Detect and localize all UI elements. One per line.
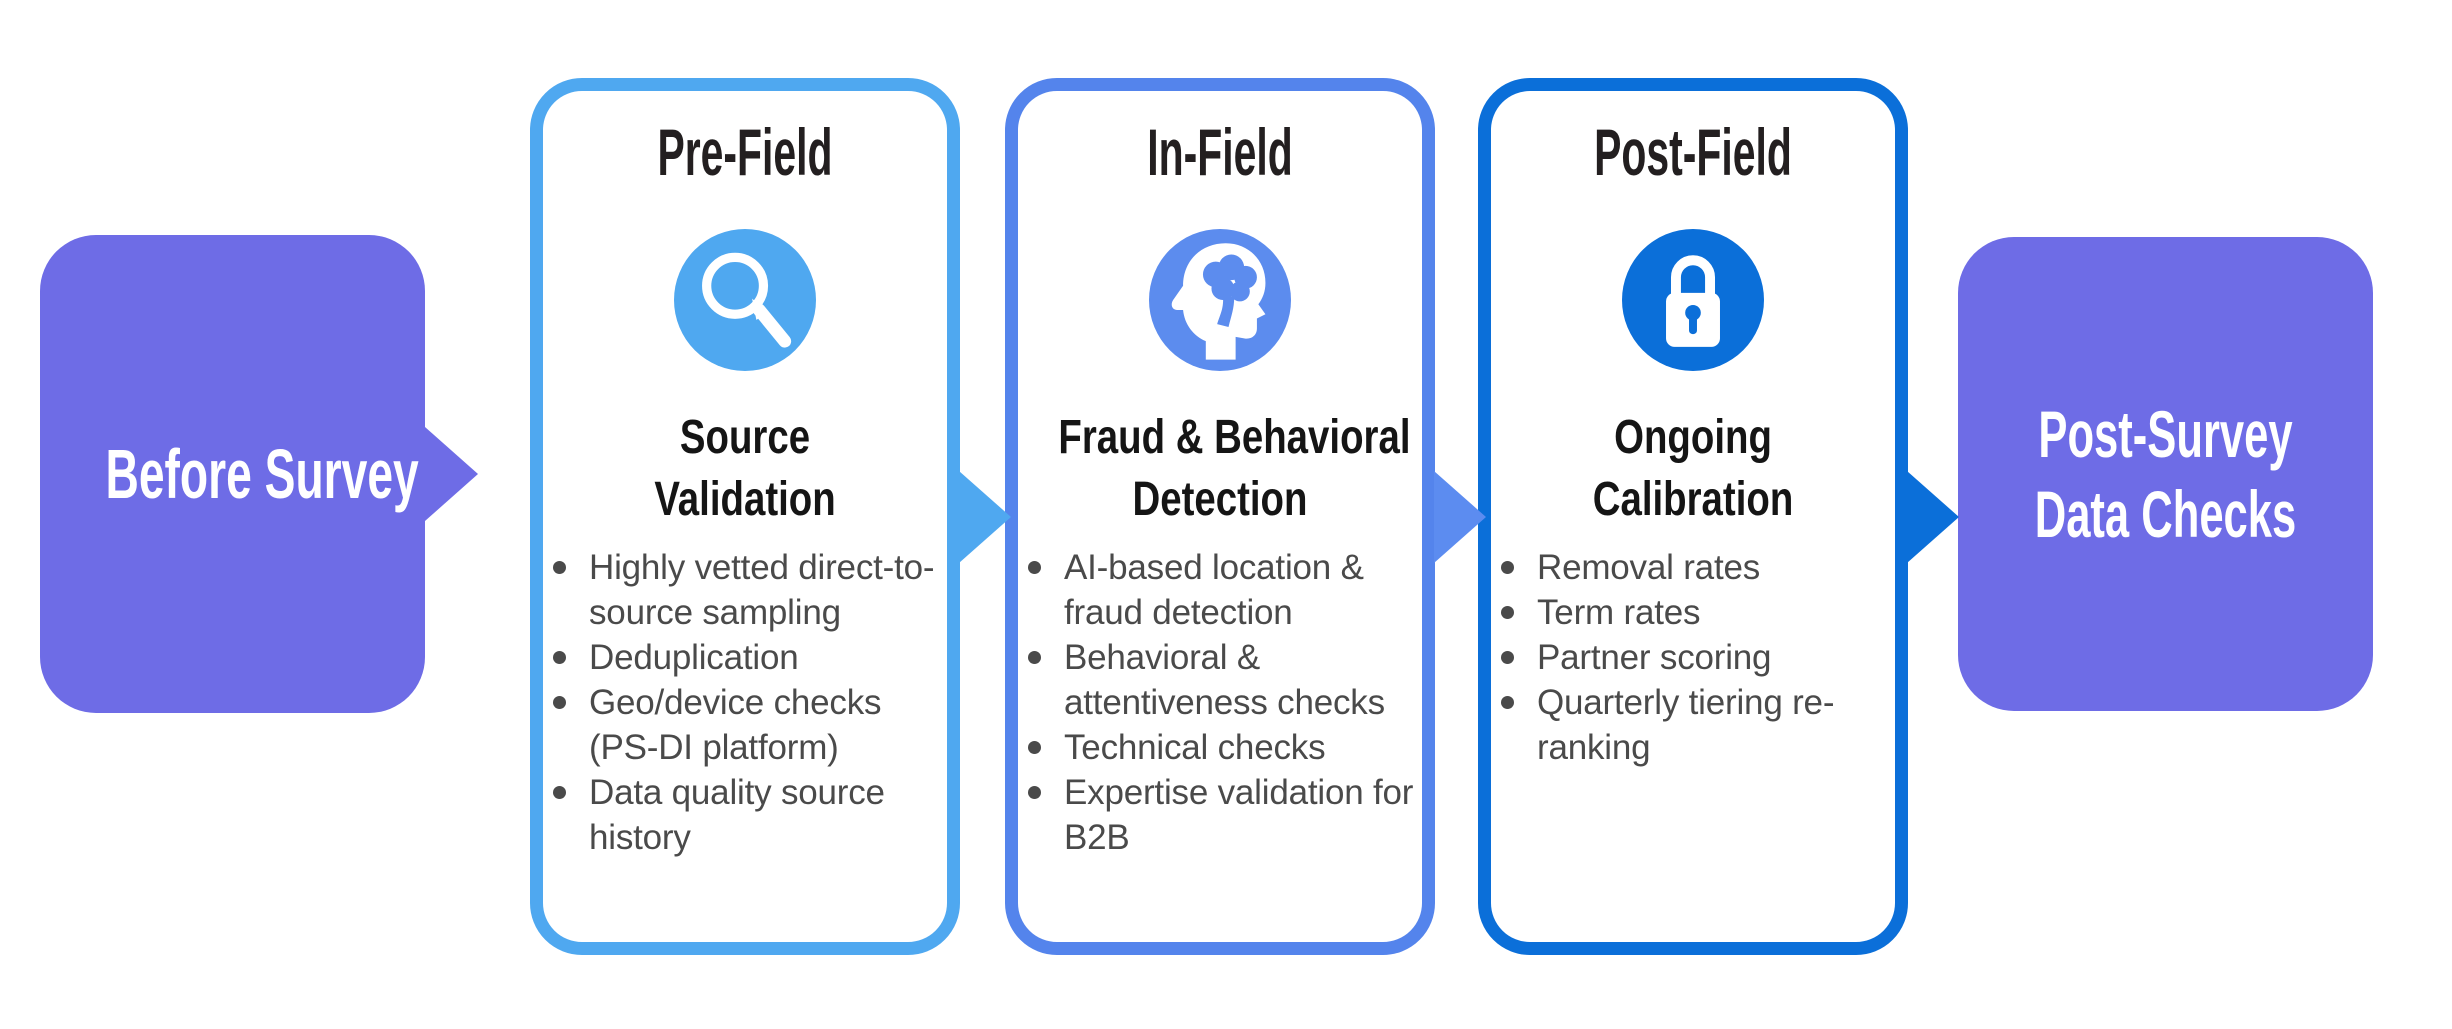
- bullet-item: Quarterly tiering re-ranking: [1491, 680, 1891, 770]
- padlock-icon: [1622, 229, 1764, 371]
- stage-card-in-field: In-Field Fraud & Behavioral Detection AI…: [1005, 78, 1435, 955]
- bullet-item: Technical checks: [1018, 725, 1418, 770]
- stage-heading: Ongoing Calibration: [1491, 407, 1895, 531]
- post-survey-label-line1: Post-Survey: [2038, 397, 2293, 471]
- magnifier-icon: [674, 229, 816, 371]
- stage-heading: Fraud & Behavioral Detection: [1018, 407, 1422, 531]
- stage-heading-line: Fraud & Behavioral: [1058, 411, 1411, 464]
- before-survey-box: Before Survey: [40, 235, 425, 713]
- bullet-list: AI-based location & fraud detection Beha…: [1018, 545, 1422, 860]
- bullet-item: Removal rates: [1491, 545, 1891, 590]
- bullet-item: AI-based location & fraud detection: [1018, 545, 1418, 635]
- stage-card-pre-field: Pre-Field Source Validation Highly vette…: [530, 78, 960, 955]
- stage-heading: Source Validation: [543, 407, 947, 531]
- bullet-item: Deduplication: [543, 635, 943, 680]
- bullet-item: Partner scoring: [1491, 635, 1891, 680]
- head-brain-icon: [1149, 229, 1291, 371]
- bullet-item: Behavioral & attentiveness checks: [1018, 635, 1418, 725]
- stage-title: In-Field: [1147, 115, 1293, 189]
- stage-heading-line: Calibration: [1592, 473, 1794, 526]
- bullet-item: Highly vetted direct-to-source sampling: [543, 545, 943, 635]
- bullet-item: Expertise validation for B2B: [1018, 770, 1418, 860]
- stage-heading-line: Ongoing: [1614, 411, 1772, 464]
- before-survey-label: Before Survey: [105, 435, 419, 513]
- stage-card-post-field: Post-Field Ongoing Calibration Removal r…: [1478, 78, 1908, 955]
- stage-heading-line: Source: [679, 411, 811, 464]
- bullet-list: Removal rates Term rates Partner scoring…: [1491, 545, 1895, 770]
- post-survey-box: Post-Survey Data Checks: [1958, 237, 2373, 711]
- bullet-list: Highly vetted direct-to-source sampling …: [543, 545, 947, 860]
- bullet-item: Geo/device checks (PS-DI platform): [543, 680, 943, 770]
- stage-heading-line: Detection: [1132, 473, 1308, 526]
- bullet-item: Term rates: [1491, 590, 1891, 635]
- bullet-item: Data quality source history: [543, 770, 943, 860]
- stage-title: Pre-Field: [657, 115, 833, 189]
- post-survey-label-line2: Data Checks: [2034, 477, 2297, 551]
- stage-heading-line: Validation: [654, 473, 836, 526]
- stage-title: Post-Field: [1594, 115, 1792, 189]
